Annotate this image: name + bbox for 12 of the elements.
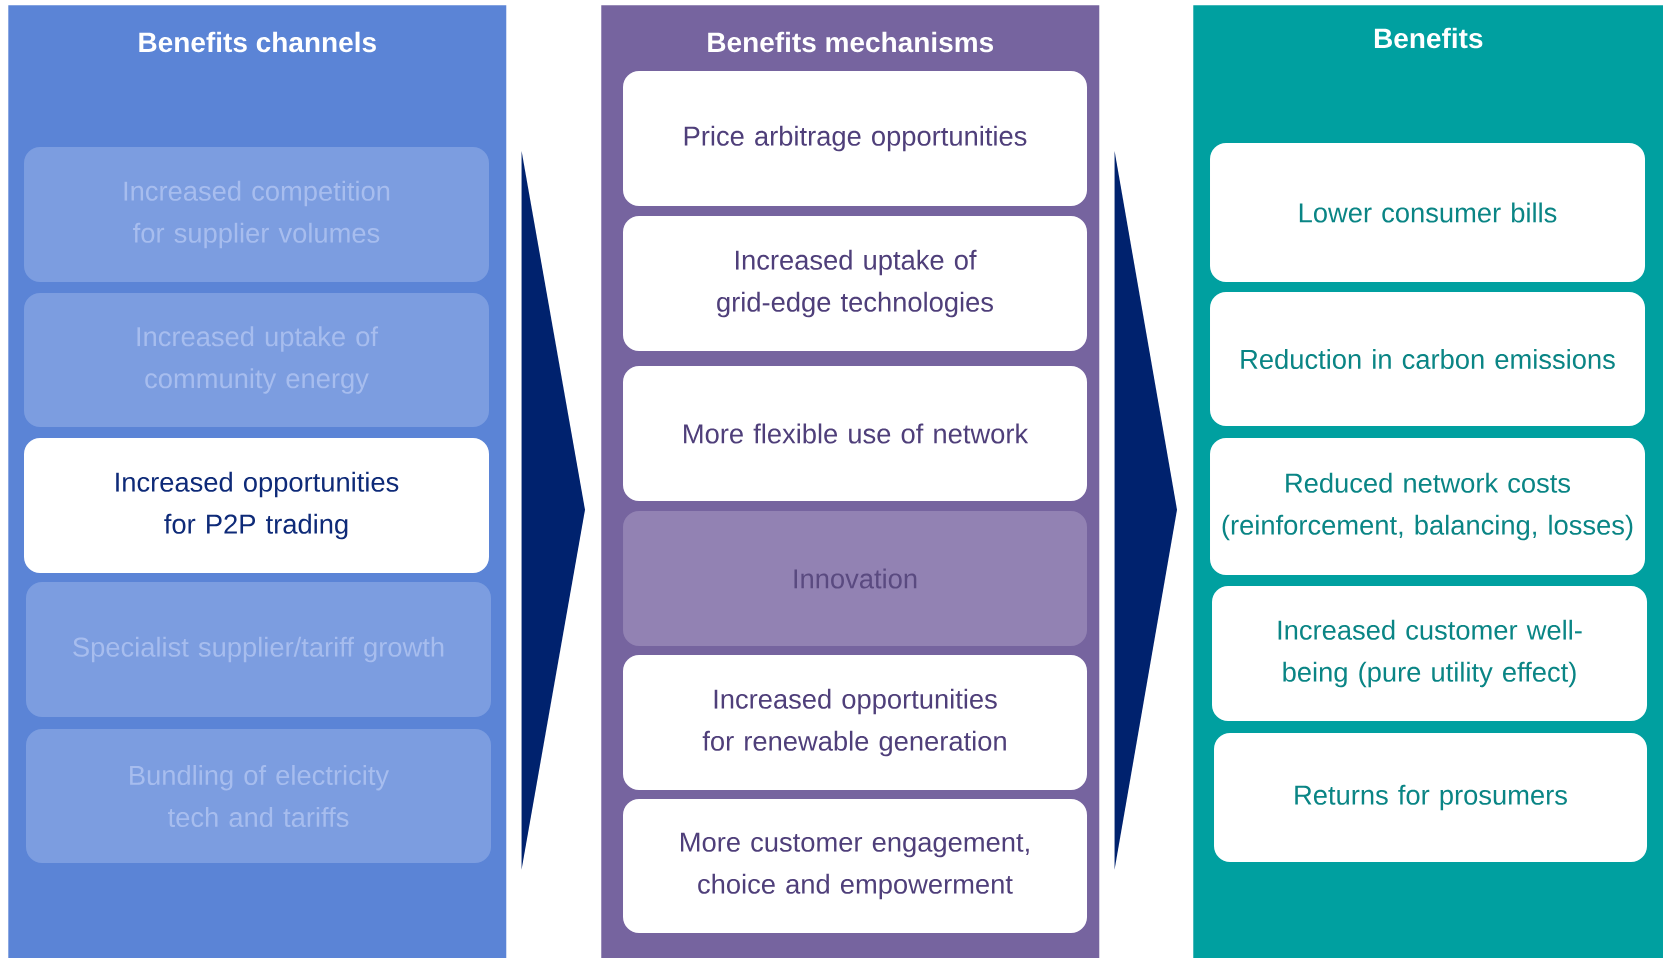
text-box: Increased uptake of grid-edge technologies xyxy=(623,216,1087,351)
text-box: More customer engagement, choice and empowerment xyxy=(623,799,1087,933)
text-box: Increased customer well-being (pure utility effect) xyxy=(1212,586,1647,721)
text-box: Price arbitrage opportunities xyxy=(623,71,1087,206)
text-box: Lower consumer bills xyxy=(1210,143,1645,282)
text-box: Reduced network costs (reinforcement, balancing, losses) xyxy=(1210,438,1645,575)
text-box: More flexible use of network xyxy=(623,366,1087,501)
text-box: Innovation xyxy=(623,511,1087,646)
text-box: Returns for prosumers xyxy=(1214,733,1647,862)
text-box: Increased opportunities for renewable generation xyxy=(623,655,1087,790)
text-box: Reduction in carbon emissions xyxy=(1210,292,1645,426)
text-box: Increased opportunities for P2P trading xyxy=(24,438,489,573)
